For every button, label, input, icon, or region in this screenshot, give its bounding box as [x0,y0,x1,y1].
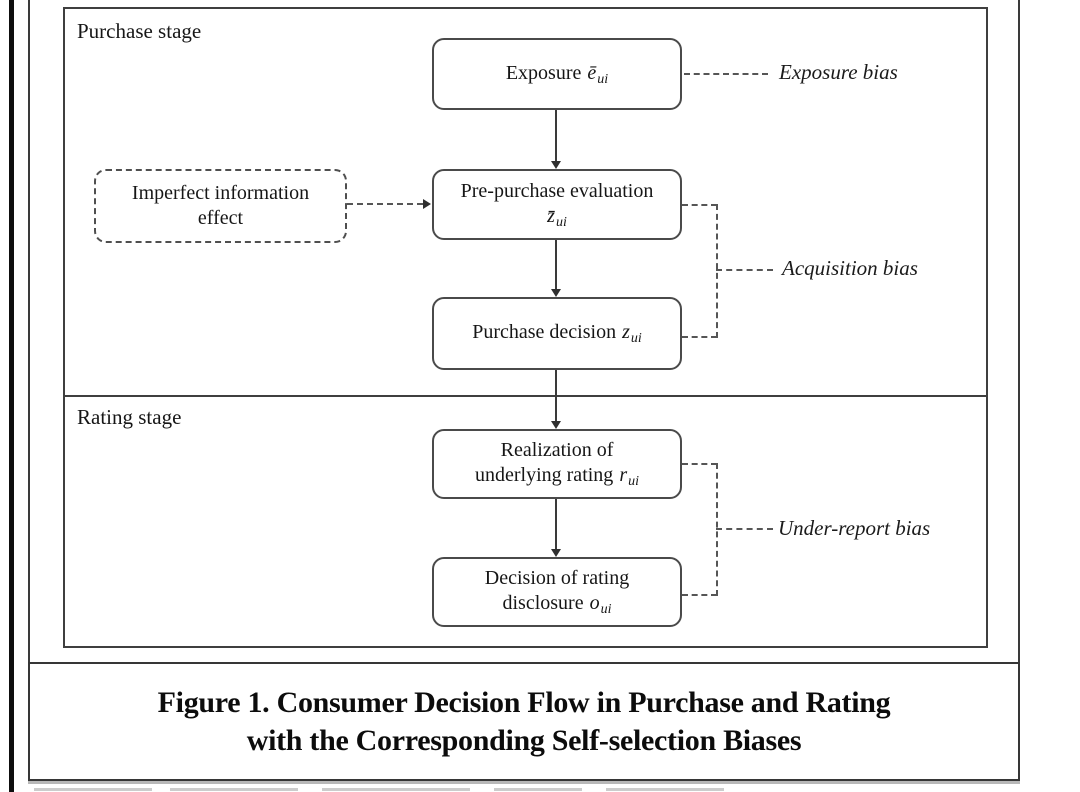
cropped-text-artifact [494,788,582,791]
purchase-decision-text: Purchase decision [472,321,617,343]
node-exposure-text: Exposure [505,61,582,84]
realization-line1: Realization of [500,439,614,461]
figure-caption-line2: with the Corresponding Self-selection Bi… [246,723,802,757]
pre-purchase-subscript: ui [555,214,567,230]
exposure-bias-label: Exposure bias [779,60,898,84]
figure-frame [28,0,1020,664]
arrow-exposure-to-prepurchase-line [555,110,557,161]
acquisition-bracket-top-stub [682,204,717,206]
page-edge-bar [9,0,14,792]
rating-stage-label: Rating stage [77,405,182,429]
disclosure-subscript: ui [600,602,612,617]
node-pre-purchase-evaluation: Pre-purchase evaluation z̄ui [432,169,682,240]
purchase-decision-symbol: z [622,321,630,343]
realization-line2: underlying rating [475,464,614,486]
under-report-bracket-bottom-stub [682,594,717,596]
arrow-decision-to-realization-line [555,370,557,421]
acquisition-bias-label: Acquisition bias [782,256,918,280]
disclosure-symbol: o [589,592,600,614]
exposure-subscript: ui [597,71,609,87]
under-report-bias-dash [716,528,773,530]
acquisition-bracket-bottom-stub [682,336,717,338]
purchase-stage-label: Purchase stage [77,19,202,43]
under-report-bracket-top-stub [682,463,717,465]
acquisition-bias-dash [716,269,773,271]
dashed-arrow-imperfect-head [423,199,431,209]
imperfect-information-line2: effect [197,207,244,229]
stage-divider-line [63,395,988,397]
arrow-prepurchase-to-decision-line [555,240,557,289]
cropped-text-artifact [322,788,470,791]
realization-subscript: ui [628,474,639,489]
exposure-symbol: ē [587,61,597,84]
figure-caption-line1: Figure 1. Consumer Decision Flow in Purc… [157,685,891,719]
dashed-arrow-imperfect-line [347,203,423,205]
disclosure-line2: disclosure [502,592,584,614]
pre-purchase-symbol: z̄ [547,204,555,227]
figure-caption-box: Figure 1. Consumer Decision Flow in Purc… [28,662,1020,781]
realization-symbol: r [619,464,628,486]
exposure-bias-dash [684,73,768,75]
cropped-text-artifact [170,788,298,791]
disclosure-line1: Decision of rating [484,567,630,589]
cropped-text-artifact [606,788,724,791]
node-imperfect-information-effect: Imperfect information effect [94,169,347,243]
arrow-realization-to-disclosure-line [555,499,557,549]
pre-purchase-line1: Pre-purchase evaluation [460,179,654,202]
purchase-decision-subscript: ui [630,331,642,346]
acquisition-bracket-vertical [716,204,718,338]
arrow-prepurchase-to-decision-head [551,289,561,297]
arrow-realization-to-disclosure-head [551,549,561,557]
under-report-bias-label: Under-report bias [778,516,931,540]
arrow-decision-to-realization-head [551,421,561,429]
cropped-text-artifact [34,788,152,791]
arrow-exposure-to-prepurchase-head [551,161,561,169]
imperfect-information-line1: Imperfect information [131,182,310,204]
